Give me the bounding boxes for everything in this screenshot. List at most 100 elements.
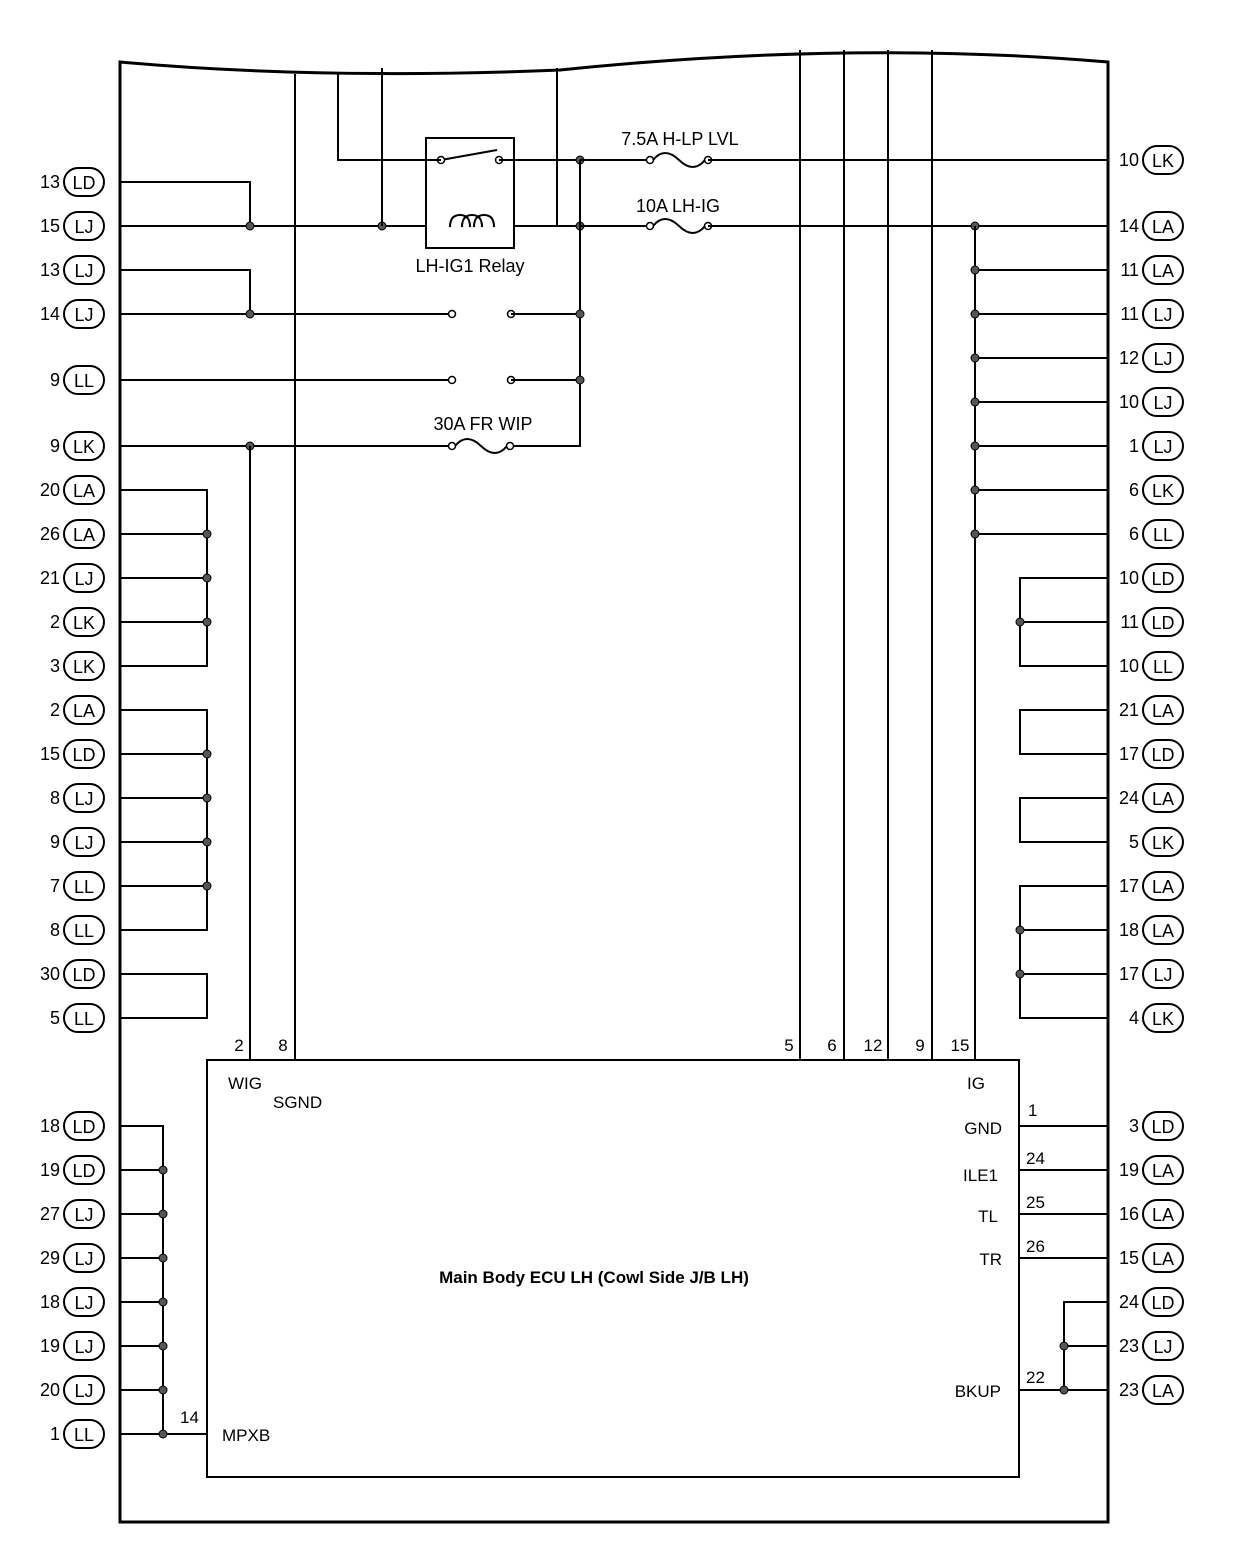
connector-code: LD [1151, 613, 1174, 633]
connector-badge [1142, 827, 1184, 857]
terminal-pin-number: 23 [1119, 1380, 1139, 1400]
connector-code: LK [1152, 481, 1174, 501]
terminal-pin-number: 18 [40, 1292, 60, 1312]
terminal-pin-number: 19 [1119, 1160, 1139, 1180]
junction-dot [158, 1209, 168, 1219]
connector-badge [1142, 387, 1184, 417]
switch-terminal [447, 375, 457, 385]
terminal-pin-number: 21 [40, 568, 60, 588]
connector-code: LJ [1153, 393, 1172, 413]
fuse-icon [454, 438, 508, 454]
relay-box [425, 137, 515, 249]
connector-badge [63, 1199, 105, 1229]
junction-dot [202, 837, 212, 847]
connector-code: LK [1152, 833, 1174, 853]
terminal-pin-number: 1 [1129, 436, 1139, 456]
terminal-pin-number: 8 [50, 920, 60, 940]
ecu-pin-ile1-name: ILE1 [963, 1166, 998, 1185]
terminal-pin-number: 30 [40, 964, 60, 984]
terminal-pin-number: 15 [40, 744, 60, 764]
relay-switch-arm [440, 149, 498, 161]
terminal-pin-number: 20 [40, 1380, 60, 1400]
ecu-pin-mpxb-name: MPXB [222, 1426, 270, 1445]
connector-code: LD [72, 1161, 95, 1181]
connector-badge [1142, 959, 1184, 989]
connector-badge [63, 651, 105, 681]
connector-code: LA [1152, 261, 1174, 281]
terminal-pin-number: 15 [1119, 1248, 1139, 1268]
junction-dot [1059, 1341, 1069, 1351]
terminal-pin-number: 5 [1129, 832, 1139, 852]
connector-code: LL [74, 1425, 94, 1445]
connector-code: LA [1152, 1249, 1174, 1269]
ecu-box [206, 1059, 1020, 1478]
terminal-pin-number: 13 [40, 172, 60, 192]
connector-badge [1142, 695, 1184, 725]
connector-code: LD [1151, 745, 1174, 765]
junction-dot [158, 1429, 168, 1439]
ecu-pin-gnd-name: GND [964, 1119, 1002, 1138]
terminal-pin-number: 3 [1129, 1116, 1139, 1136]
wire [1019, 797, 1108, 843]
switch-terminal [447, 309, 457, 319]
terminal-pin-number: 10 [1119, 150, 1139, 170]
connector-badge [1142, 563, 1184, 593]
connector-badge [1142, 145, 1184, 175]
fuse-label: 10A LH-IG [636, 196, 720, 216]
junction-dot [158, 1165, 168, 1175]
switch-terminal [447, 441, 457, 451]
ecu-pin-5-num: 5 [784, 1036, 793, 1055]
connector-code: LD [72, 745, 95, 765]
junction-dot [158, 1385, 168, 1395]
connector-code: LJ [1153, 349, 1172, 369]
terminal-pin-number: 21 [1119, 700, 1139, 720]
terminal-pin-number: 17 [1119, 876, 1139, 896]
junction-dot [970, 529, 980, 539]
connector-code: LJ [1153, 305, 1172, 325]
connector-code: LJ [74, 789, 93, 809]
connector-code: LJ [74, 1337, 93, 1357]
terminal-pin-number: 4 [1129, 1008, 1139, 1028]
wire [1019, 885, 1108, 1019]
terminal-pin-number: 20 [40, 480, 60, 500]
terminal-pin-number: 27 [40, 1204, 60, 1224]
terminal-pin-number: 9 [50, 370, 60, 390]
connector-badge [1142, 607, 1184, 637]
connector-badge [63, 783, 105, 813]
connector-code: LJ [74, 217, 93, 237]
ecu-pin-9-num: 9 [915, 1036, 924, 1055]
junction-dot [245, 221, 255, 231]
connector-code: LJ [74, 305, 93, 325]
ecu-pin-ile1-num: 24 [1026, 1149, 1045, 1168]
switch-terminal [645, 221, 655, 231]
terminal-pin-number: 15 [40, 216, 60, 236]
switch-terminal [505, 441, 515, 451]
connector-code: LD [1151, 1293, 1174, 1313]
terminal-pin-number: 9 [50, 436, 60, 456]
connector-code: LD [1151, 1117, 1174, 1137]
ecu-title: Main Body ECU LH (Cowl Side J/B LH) [439, 1268, 749, 1287]
terminal-pin-number: 16 [1119, 1204, 1139, 1224]
connector-badge [1142, 299, 1184, 329]
connector-code: LL [1153, 657, 1173, 677]
ecu-pin-tl-name: TL [978, 1207, 998, 1226]
terminal-pin-number: 24 [1119, 788, 1139, 808]
terminal-pin-number: 18 [1119, 920, 1139, 940]
connector-badge [1142, 431, 1184, 461]
connector-badge [1142, 871, 1184, 901]
junction-block-outline [118, 51, 1110, 1524]
connector-badge [63, 1243, 105, 1273]
ecu-pin-sgnd-name: SGND [273, 1093, 322, 1112]
ecu-pin-sgnd-num: 8 [278, 1036, 287, 1055]
connector-code: LL [74, 371, 94, 391]
connector-badge [1142, 255, 1184, 285]
junction-dot [970, 309, 980, 319]
terminal-pin-number: 24 [1119, 1292, 1139, 1312]
connector-code: LJ [74, 833, 93, 853]
connector-code: LJ [74, 569, 93, 589]
fuse-label: 7.5A H-LP LVL [621, 129, 738, 149]
connector-code: LJ [74, 261, 93, 281]
connector-badge [1142, 915, 1184, 945]
connector-code: LA [1152, 877, 1174, 897]
